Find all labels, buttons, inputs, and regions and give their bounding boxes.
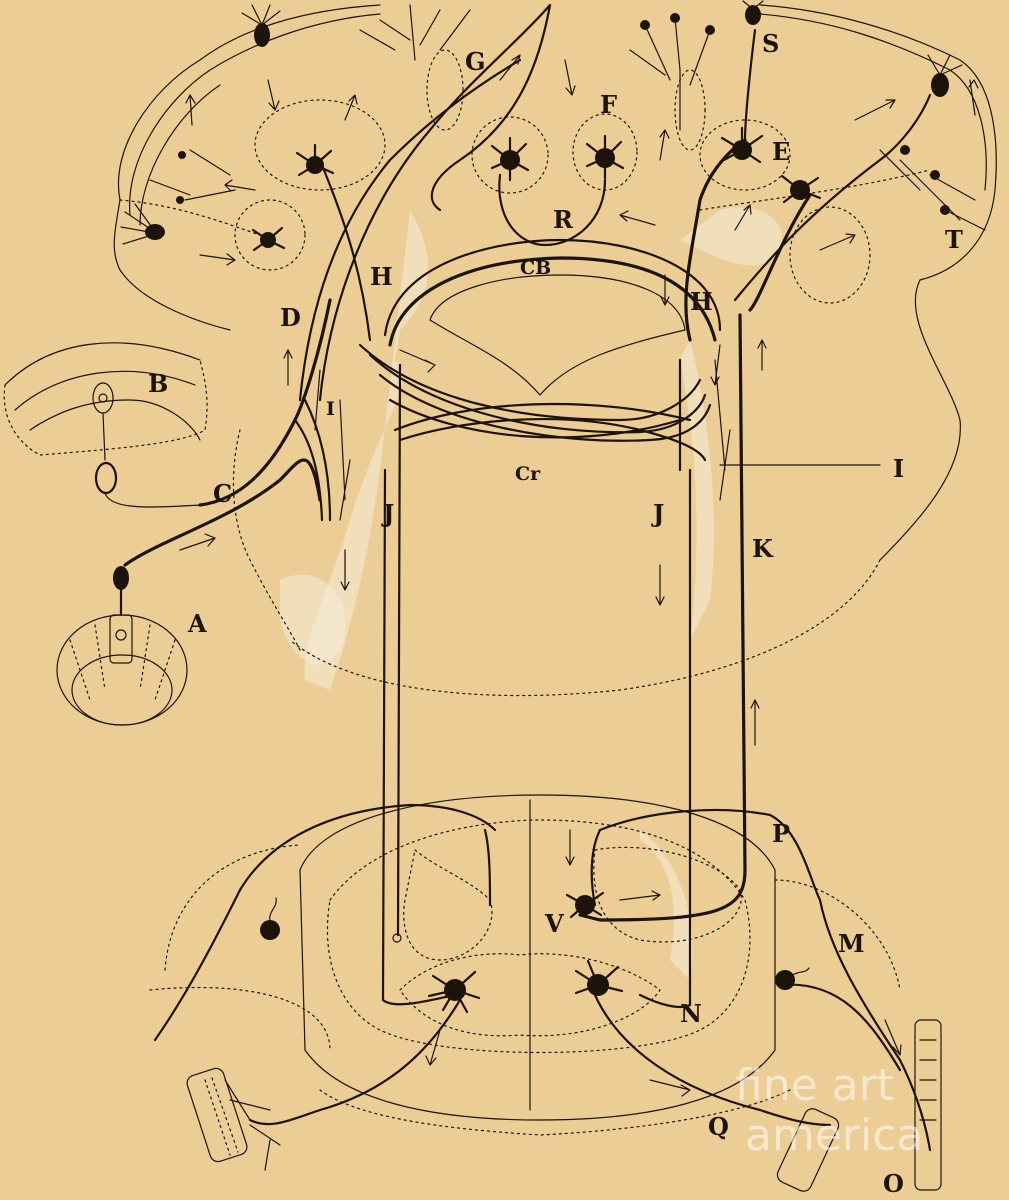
watermark: fine art america: [735, 1060, 923, 1161]
label-t: T: [945, 225, 963, 254]
label-s: S: [762, 29, 779, 58]
label-e: E: [772, 137, 790, 166]
nerve-fibres: [123, 3, 932, 1152]
label-h-left: H: [370, 262, 393, 291]
organ-a: [56, 566, 188, 726]
label-f: F: [600, 90, 617, 119]
flow-arrows: [179, 54, 979, 1097]
label-i-right: I: [893, 454, 904, 483]
organ-b: [3, 342, 208, 508]
spinal-cord: [149, 794, 901, 1136]
dendrites: [149, 4, 986, 1171]
label-cr: Cr: [515, 463, 541, 485]
watermark-line-1: fine art: [735, 1060, 894, 1111]
brain-outline: [113, 4, 997, 697]
label-n: N: [680, 999, 702, 1028]
central-cavity: [383, 238, 722, 396]
label-r: R: [553, 205, 574, 234]
label-p: P: [772, 819, 790, 848]
label-o: O: [883, 1169, 904, 1198]
letter-labels: A B C D E F G H H I I J J K M N O P Q R …: [148, 29, 963, 1198]
watermark-line-2: america: [745, 1110, 923, 1161]
label-h-right: H: [690, 287, 713, 316]
label-j-right: J: [651, 499, 664, 528]
label-q: Q: [708, 1112, 729, 1141]
muscle-fibres: [186, 1019, 942, 1192]
neurons: [120, 0, 963, 1014]
label-b: B: [148, 369, 168, 398]
label-cb: CB: [520, 257, 551, 279]
label-k: K: [752, 534, 774, 563]
label-m: M: [838, 929, 865, 958]
label-v: V: [544, 909, 564, 938]
label-j-left: J: [381, 499, 394, 528]
label-c: C: [213, 479, 232, 508]
label-d: D: [280, 303, 301, 332]
label-g: G: [465, 47, 486, 76]
label-a: A: [187, 609, 207, 638]
chalk-washes: [280, 207, 782, 980]
label-i-left: I: [326, 398, 335, 420]
